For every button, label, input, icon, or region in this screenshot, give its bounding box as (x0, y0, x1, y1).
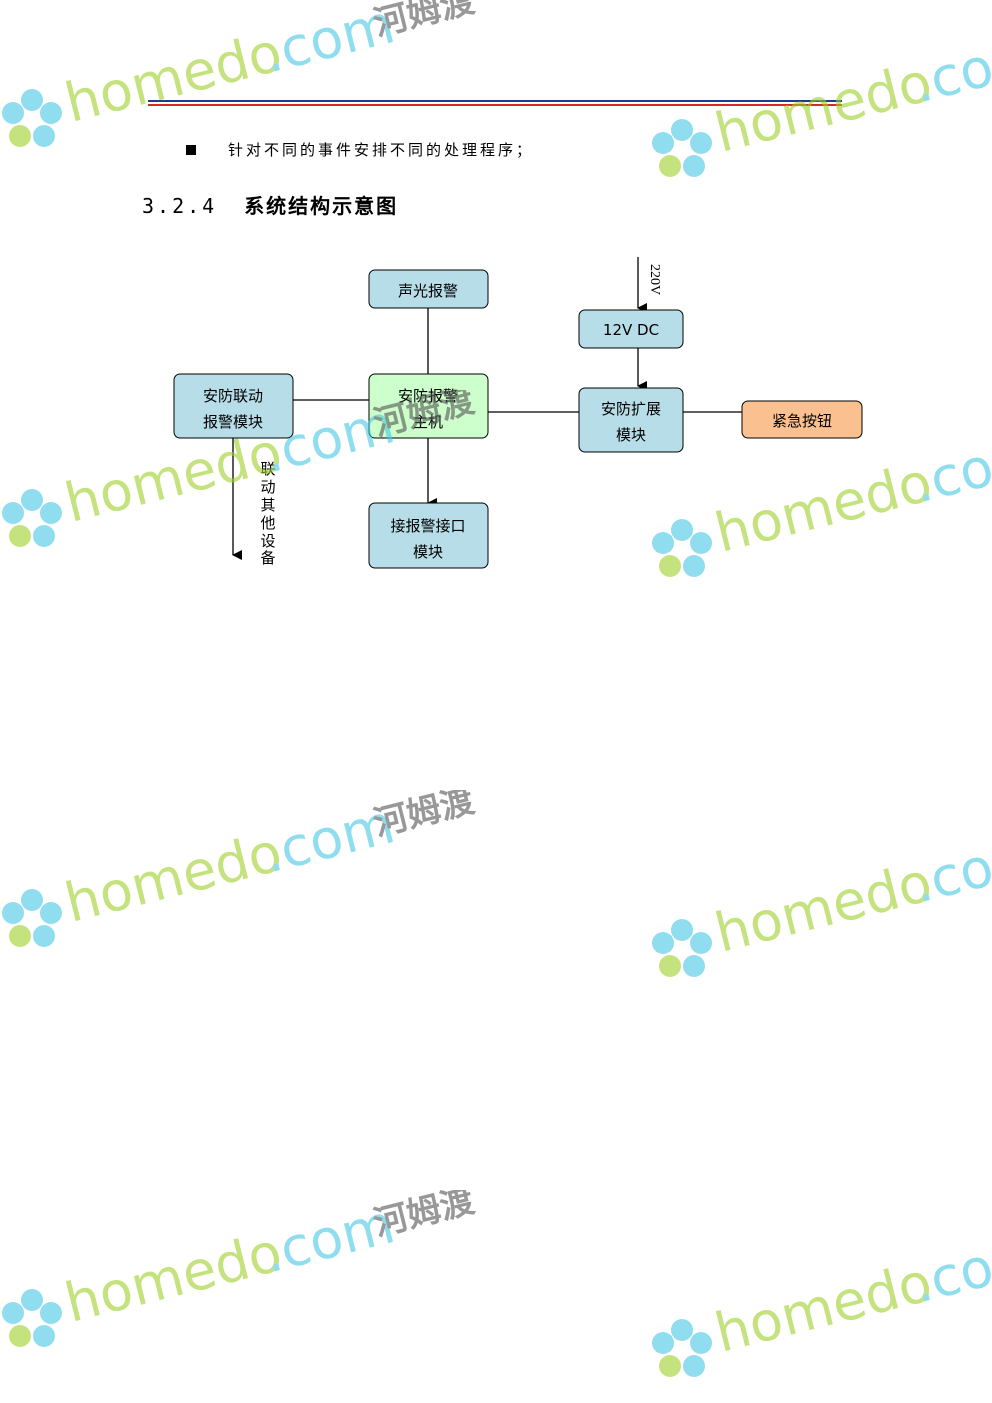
node-host: 安防报警 主机 (368, 373, 489, 439)
node-label: 模块 (616, 426, 646, 444)
linkage-other-label: 联 动 其 他 设 备 (260, 460, 275, 567)
svg-text:homedo: homedo (709, 850, 938, 964)
svg-text:.com: .com (257, 1192, 401, 1285)
bullet-text: 针对不同的事件安排不同的处理程序； (228, 141, 535, 159)
node-linkage-module: 安防联动 报警模块 (173, 373, 294, 439)
flower-logo-icon (2, 1289, 62, 1347)
svg-text:其: 其 (260, 496, 275, 514)
homedo-watermark: homedo .com 河姆渡 (652, 822, 992, 977)
node-receive-module: 接报警接口 模块 (368, 502, 489, 569)
node-label: 安防联动 (203, 387, 263, 405)
svg-text:河姆渡: 河姆渡 (370, 1190, 479, 1244)
section-number: 3.2.4 (142, 194, 218, 218)
node-label: 12V DC (603, 321, 659, 339)
square-bullet-icon (186, 144, 196, 155)
svg-text:河姆渡: 河姆渡 (370, 790, 479, 844)
system-structure-diagram: 声光报警 安防联动 报警模块 安防报警 主机 接报警接口 模块 12V DC 安… (173, 257, 863, 569)
node-label: 安防扩展 (601, 400, 661, 418)
node-label: 报警模块 (203, 413, 263, 431)
svg-text:homedo: homedo (59, 1220, 288, 1334)
node-label: 声光报警 (398, 282, 458, 300)
homedo-watermark: homedo .com 河姆渡 (2, 1190, 479, 1347)
node-label: 安防报警 (398, 387, 458, 405)
homedo-watermark: homedo .com 河姆渡 (2, 790, 479, 947)
homedo-watermark: homedo .com 河姆渡 (652, 1222, 992, 1377)
svg-text:homedo: homedo (709, 1250, 938, 1364)
svg-text:联: 联 (260, 460, 275, 478)
voltage-label: 220V (647, 264, 662, 295)
node-label: 主机 (413, 413, 443, 431)
svg-text:他: 他 (260, 514, 275, 532)
header-rule-blue (148, 100, 842, 102)
svg-text:备: 备 (260, 549, 275, 567)
svg-text:homedo: homedo (59, 820, 288, 934)
svg-text:动: 动 (260, 478, 275, 496)
flower-logo-icon (652, 1319, 712, 1377)
svg-text:.com: .com (907, 1222, 992, 1315)
flower-logo-icon (652, 919, 712, 977)
svg-text:设: 设 (260, 532, 275, 550)
node-label: 紧急按钮 (772, 412, 832, 430)
flower-logo-icon (2, 889, 62, 947)
bullet-item: 针对不同的事件安排不同的处理程序； (186, 139, 534, 160)
section-title: 系统结构示意图 (244, 194, 399, 218)
node-label: 模块 (413, 543, 443, 561)
node-emergency-button: 紧急按钮 (741, 400, 863, 439)
node-label: 接报警接口 (390, 517, 465, 535)
svg-text:.com: .com (907, 822, 992, 915)
section-heading: 3.2.4 系统结构示意图 (142, 190, 398, 219)
node-expansion-module: 安防扩展 模块 (578, 387, 684, 453)
node-power-12v: 12V DC (578, 309, 684, 349)
header-rule-red (148, 104, 842, 106)
node-sound-light-alarm: 声光报警 (368, 269, 489, 309)
svg-text:.com: .com (257, 792, 401, 885)
